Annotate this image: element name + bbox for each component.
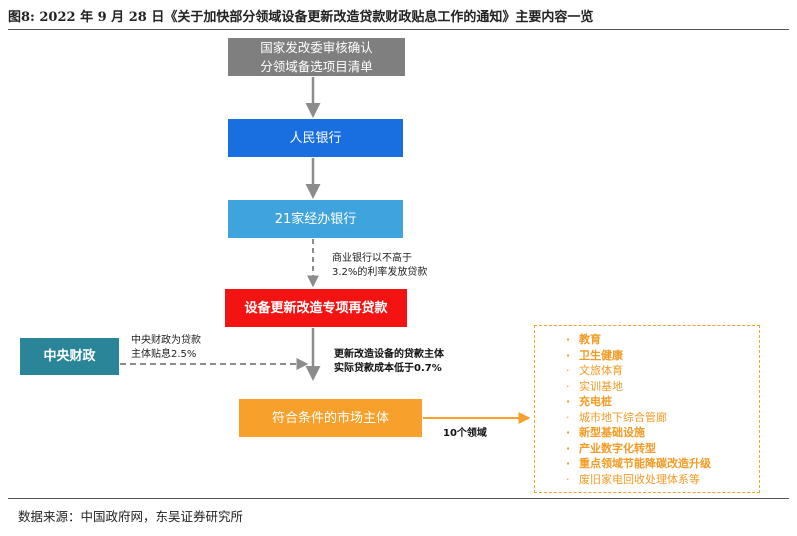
banks-box: 21家经办银行 [228,200,403,238]
domain-item-label: 城市地下综合管廊 [579,410,667,424]
domain-item: · 城市地下综合管廊 [566,410,711,426]
pboc-box: 人民银行 [228,119,403,157]
domain-item: · 教育 [566,332,711,348]
domain-item: · 卫生健康 [566,348,711,364]
figure-title: 图8: 2022 年 9 月 28 日《关于加快部分领域设备更新改造贷款财政贴息… [8,10,594,25]
domain-count-label: 10个领域 [443,428,487,439]
fiscal-subsidy-line2: 主体贴息2.5% [131,349,197,360]
bullet-dot: · [566,333,571,346]
domain-item-label: 文旅体育 [579,364,623,377]
market-entities-box: 符合条件的市场主体 [239,399,422,437]
domain-item-label: 废旧家电回收处理体系等 [579,472,700,486]
bank-rate-note: 商业银行以不高于 3.2%的利率发放贷款 [332,252,427,280]
bullet-dot: · [566,441,571,455]
domain-item: · 重点领域节能降碳改造升级 [566,456,711,472]
data-source: 数据来源：中国政府网，东吴证券研究所 [18,509,244,524]
top-rule [8,29,789,30]
domain-item: · 文旅体育 [566,363,711,379]
fiscal-subsidy-note: 中央财政为贷款 主体贴息2.5% [131,334,201,362]
domain-item: · 产业数字化转型 [566,441,711,457]
domain-item-label: 充电桩 [579,395,612,408]
domain-item-label: 教育 [579,333,601,346]
project-list-line2: 分领域备选项目清单 [260,59,373,74]
actual-cost-line2: 实际贷款成本低于0.7% [334,363,442,374]
domains-dashed-box [534,325,760,493]
bottom-rule [8,498,789,499]
actual-cost-note: 更新改造设备的贷款主体 实际贷款成本低于0.7% [334,348,444,376]
bank-rate-line1: 商业银行以不高于 [332,253,412,264]
bank-rate-line2: 3.2%的利率发放贷款 [332,267,428,278]
domain-item-label: 产业数字化转型 [579,441,656,455]
bullet-dot: · [566,410,570,424]
domain-item-label: 实训基地 [579,379,623,393]
domain-item-label: 新型基础设施 [579,426,645,439]
bullet-dot: · [566,395,571,408]
domain-item: · 新型基础设施 [566,425,711,441]
fiscal-subsidy-line1: 中央财政为贷款 [131,335,201,346]
actual-cost-line1: 更新改造设备的贷款主体 [334,349,444,360]
domain-list: · 教育 · 卫生健康 · 文旅体育 · 实训基地 · 充电桩 · 城市地下综合管廊 · 新型基础设施 · 产… [566,332,711,487]
domain-item-label: 卫生健康 [579,348,623,362]
central-fiscal-box: 中央财政 [20,338,119,375]
project-list-box: 国家发改委审核确认分领域备选项目清单 [228,38,405,76]
domain-item: · 充电桩 [566,394,711,410]
bullet-dot: · [566,364,570,377]
bullet-dot: · [566,379,570,393]
bullet-dot: · [566,348,571,362]
bullet-dot: · [566,472,570,486]
domain-item: · 废旧家电回收处理体系等 [566,472,711,488]
domain-item-label: 重点领域节能降碳改造升级 [579,457,711,470]
project-list-line1: 国家发改委审核确认 [260,40,373,55]
bullet-dot: · [566,457,571,470]
domain-item: · 实训基地 [566,379,711,395]
relending-box: 设备更新改造专项再贷款 [225,289,407,327]
bullet-dot: · [566,426,571,439]
